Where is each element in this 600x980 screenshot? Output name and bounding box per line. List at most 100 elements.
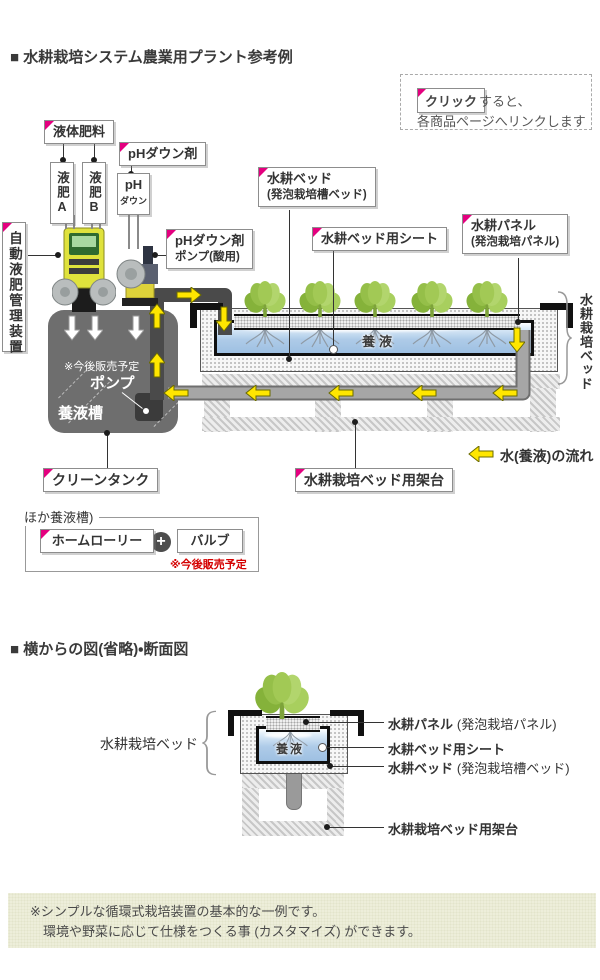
other-tank-title: ほか養液槽) bbox=[18, 507, 100, 526]
click-line2: 各商品ページへリンクします bbox=[417, 114, 586, 129]
connector-dot bbox=[104, 430, 110, 436]
tube bbox=[128, 215, 130, 249]
connector-dot bbox=[152, 252, 158, 258]
connector-line bbox=[355, 423, 356, 468]
connector-line bbox=[158, 255, 168, 256]
right-brace bbox=[557, 291, 572, 385]
footer-note-line2: 環境や野菜に応じて仕様をつくる事 (カスタマイズ) ができます。 bbox=[43, 924, 421, 939]
flow-down-arrow-white bbox=[128, 315, 144, 341]
plant bbox=[255, 672, 309, 719]
flow-down-arrow bbox=[509, 327, 525, 353]
left-brace bbox=[202, 710, 217, 776]
plant bbox=[244, 281, 286, 317]
label-ph-down-box: pH ダウン bbox=[117, 173, 150, 215]
label-ph-down-agent[interactable]: pHダウン剤 bbox=[119, 142, 207, 166]
plant bbox=[354, 281, 396, 317]
tank-note: ※今後販売予定 bbox=[64, 361, 140, 373]
flow-up-arrow bbox=[149, 352, 165, 378]
flow-left-arrow bbox=[163, 385, 189, 401]
cross-bed-label: 水耕ベッド (発泡栽培槽ベッド) bbox=[388, 761, 570, 776]
section2-title: ■ 横からの図(省略)・断面図 bbox=[10, 641, 189, 658]
tank-name: 養液槽 bbox=[58, 405, 104, 422]
plant bbox=[466, 281, 508, 317]
cross-bed-side-label: 水耕栽培ベッド bbox=[100, 736, 198, 752]
label-panel[interactable]: 水耕パネル (発泡栽培パネル) bbox=[462, 214, 569, 254]
connector-line bbox=[333, 250, 334, 348]
label-home-lorry[interactable]: ホームローリー bbox=[40, 529, 154, 553]
connector-line bbox=[329, 827, 384, 828]
fertilizer-controller-device bbox=[52, 227, 116, 312]
legend-left-arrow bbox=[468, 446, 494, 462]
bed-clip-left bbox=[190, 303, 223, 328]
connector-dot bbox=[55, 252, 61, 258]
label-bed-stand[interactable]: 水耕栽培ベッド用架台 bbox=[295, 468, 453, 492]
tube bbox=[137, 215, 139, 249]
connector-line bbox=[63, 141, 64, 163]
flow-down-arrow bbox=[216, 306, 232, 332]
flow-left-arrow bbox=[411, 385, 437, 401]
connector-dot bbox=[352, 419, 358, 425]
pump-pointer-dot bbox=[143, 408, 149, 414]
tube bbox=[73, 215, 75, 229]
stand-bottom-bar bbox=[202, 417, 560, 431]
bed-top-panel bbox=[234, 314, 520, 330]
label-bed-sheet[interactable]: 水耕ベッド用シート bbox=[312, 227, 448, 251]
cross-panel-label: 水耕パネル (発泡栽培パネル) bbox=[388, 717, 557, 732]
connector-line bbox=[518, 258, 519, 322]
bed-side-label: 水耕栽培ベッド bbox=[578, 293, 593, 391]
connector-line bbox=[289, 210, 290, 358]
plus-icon: + bbox=[151, 532, 171, 552]
footer-note: ※シンプルな循環式栽培装置の基本的な一例です。 環境や野菜に応じて仕様をつくる事… bbox=[8, 893, 596, 948]
flow-left-arrow bbox=[245, 385, 271, 401]
connector-line bbox=[308, 722, 384, 723]
valve-sale-note: ※今後販売予定 bbox=[170, 559, 247, 571]
label-liquid-fertilizer[interactable]: 液体肥料 bbox=[44, 120, 115, 144]
label-auto-controller[interactable]: 自動液肥管理装置 bbox=[2, 222, 26, 355]
connector-line bbox=[131, 163, 132, 177]
flow-down-arrow-white bbox=[64, 315, 80, 341]
drain-pipe bbox=[286, 770, 302, 810]
stand-top-bar bbox=[202, 374, 560, 389]
label-clean-tank[interactable]: クリーンタンク bbox=[43, 468, 159, 492]
connector-dot bbox=[515, 319, 521, 325]
return-pipe bbox=[168, 330, 531, 401]
ph-down-pump-device bbox=[116, 246, 158, 306]
label-ekihi-b: 液肥B bbox=[82, 162, 106, 224]
page-title: ■ 水耕栽培システム農業用プラント参考例 bbox=[10, 49, 293, 66]
connector-line bbox=[326, 747, 384, 748]
connector-dot bbox=[327, 763, 333, 769]
bed-clip-right bbox=[330, 710, 364, 736]
flow-up-arrow bbox=[149, 303, 165, 329]
stand-bottom-bar bbox=[242, 821, 344, 836]
footer-note-line1: ※シンプルな循環式栽培装置の基本的な一例です。 bbox=[30, 904, 326, 919]
label-ekihi-a: 液肥A bbox=[50, 162, 74, 224]
tank-pump-label: ポンプ bbox=[90, 375, 135, 392]
connector-dot bbox=[91, 157, 97, 163]
connector-line bbox=[28, 255, 60, 256]
connector-dot bbox=[60, 157, 66, 163]
connector-line bbox=[332, 766, 384, 767]
bed-clip-right bbox=[540, 303, 573, 328]
flow-left-arrow bbox=[328, 385, 354, 401]
cross-stand-label: 水耕栽培ベッド用架台 bbox=[388, 822, 519, 837]
connector-line bbox=[94, 141, 95, 163]
connector-dot-white bbox=[329, 345, 338, 354]
click-suffix: すると、 bbox=[479, 94, 531, 109]
plant bbox=[299, 281, 341, 317]
connector-line bbox=[107, 434, 108, 468]
label-valve: バルブ bbox=[177, 529, 243, 553]
liquid-label: 養液 bbox=[276, 742, 305, 756]
connector-dot-white bbox=[318, 743, 327, 752]
flow-left-arrow bbox=[492, 385, 518, 401]
connector-dot bbox=[324, 824, 330, 830]
bed-clip-left bbox=[228, 710, 262, 736]
label-ph-down-pump[interactable]: pHダウン剤 ポンプ(酸用) bbox=[166, 229, 254, 269]
plant bbox=[411, 281, 453, 317]
flow-right-arrow bbox=[176, 287, 202, 303]
click-button[interactable]: クリック bbox=[417, 88, 486, 113]
label-bed[interactable]: 水耕ベッド (発泡栽培槽ベッド) bbox=[258, 167, 376, 207]
liquid-label: 養液 bbox=[362, 334, 397, 349]
ph-box-top: pH bbox=[124, 177, 143, 192]
connector-dot bbox=[286, 356, 292, 362]
